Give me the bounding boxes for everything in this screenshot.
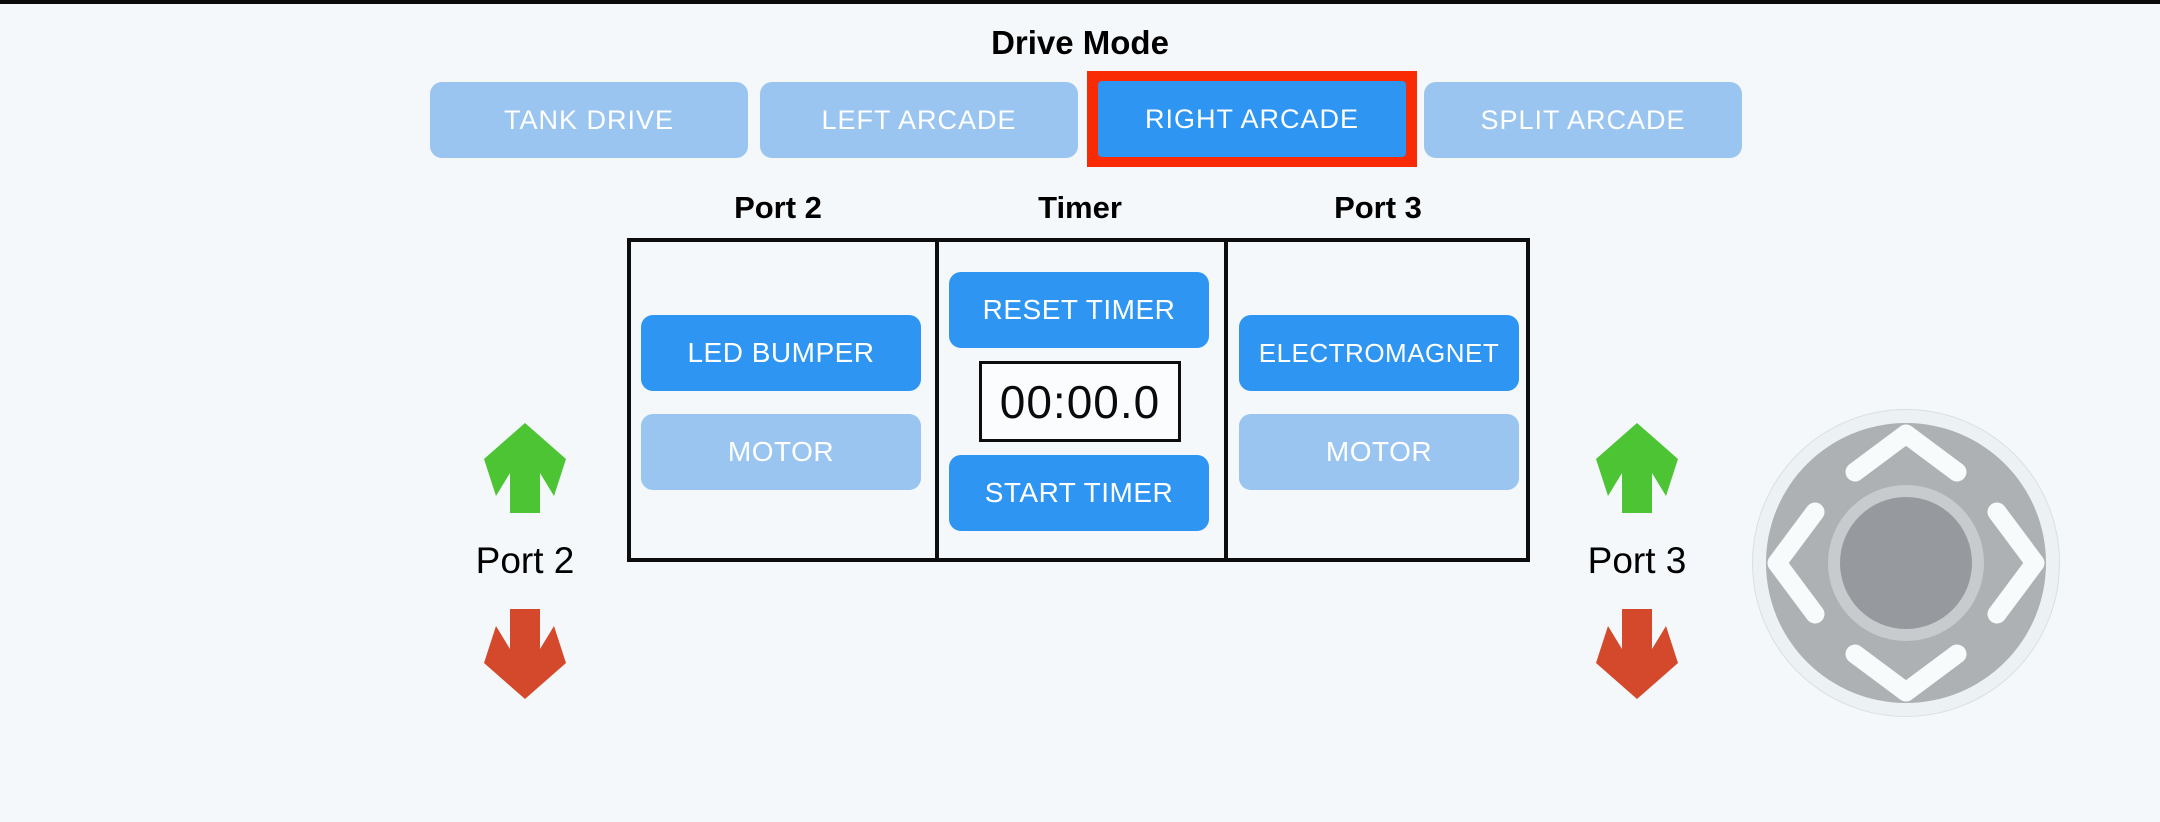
split-arcade-button[interactable]: SPLIT ARCADE [1424,82,1742,158]
electromagnet-button[interactable]: ELECTROMAGNET [1239,315,1519,391]
joystick-ring [1828,485,1984,641]
port3-down-arrow-icon[interactable] [1596,608,1678,700]
device-panel: LED BUMPER MOTOR RESET TIMER 00:00.0 STA… [627,238,1530,562]
timer-column-header: Timer [1038,190,1122,225]
port2-side-label: Port 2 [475,540,575,581]
port2-motor-button[interactable]: MOTOR [641,414,921,490]
right-arcade-button[interactable]: RIGHT ARCADE [1098,81,1406,157]
joystick-direction-chevrons-icon [1767,424,2045,702]
tank-drive-button[interactable]: TANK DRIVE [430,82,748,158]
port2-down-arrow-icon[interactable] [484,608,566,700]
port2-column-header: Port 2 [734,190,822,225]
port3-up-arrow-icon[interactable] [1596,422,1678,514]
left-arcade-button[interactable]: LEFT ARCADE [760,82,1078,158]
port3-motor-button[interactable]: MOTOR [1239,414,1519,490]
panel-divider [935,242,939,558]
port2-up-arrow-icon[interactable] [484,422,566,514]
led-bumper-button[interactable]: LED BUMPER [641,315,921,391]
port3-column-header: Port 3 [1334,190,1422,225]
page-title: Drive Mode [991,24,1169,61]
start-timer-button[interactable]: START TIMER [949,455,1209,531]
joystick-knob[interactable] [1840,497,1972,629]
top-border [0,0,2160,4]
timer-display: 00:00.0 [979,361,1181,442]
panel-divider [1224,242,1228,558]
reset-timer-button[interactable]: RESET TIMER [949,272,1209,348]
selected-mode-frame: RIGHT ARCADE [1087,71,1417,167]
joystick-pad[interactable] [1766,423,2046,703]
port3-side-label: Port 3 [1587,540,1687,581]
joystick [1752,409,2060,717]
